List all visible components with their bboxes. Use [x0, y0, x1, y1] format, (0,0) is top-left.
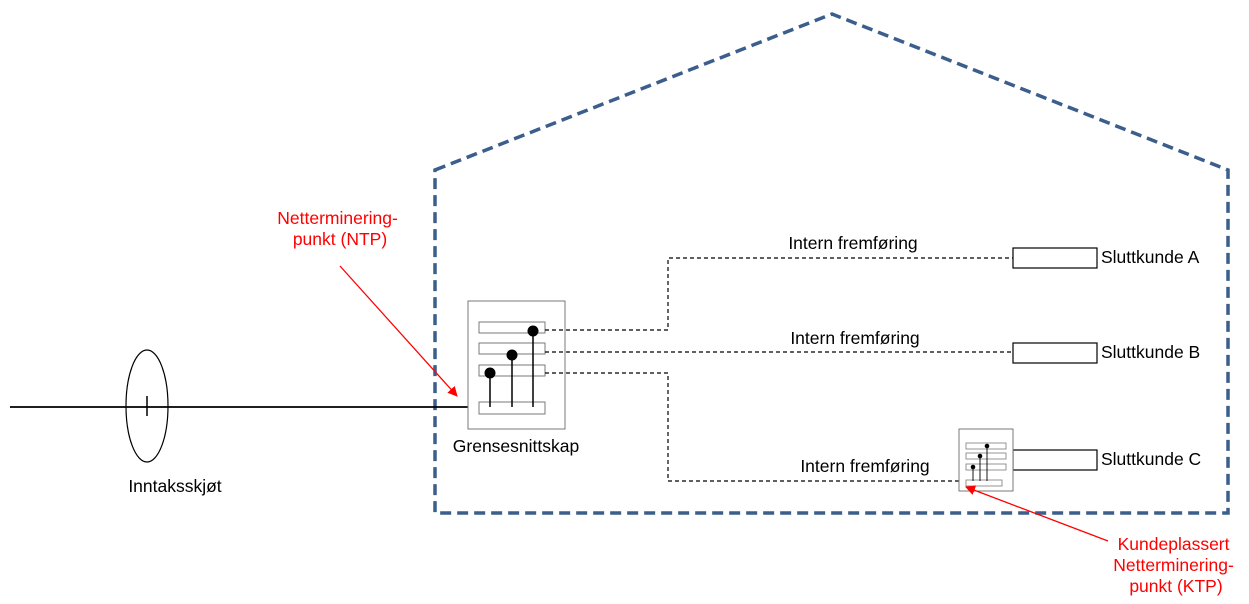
grensesnittskap-label: Grensesnittskap	[453, 436, 579, 456]
sluttkunde-a-box	[1012, 247, 1098, 269]
ktp-label: Kundeplassert Netterminering- punkt (KTP…	[1113, 534, 1238, 596]
sluttkunde-b-label: Sluttkunde B	[1101, 342, 1200, 362]
building-outline	[433, 12, 1230, 515]
intern-fremforing-b-label: Intern fremføring	[790, 328, 919, 348]
intern-fremforing-c-line	[545, 372, 965, 482]
intern-fremforing-a-line	[545, 257, 1013, 331]
inntaksskjot-label: Inntaksskjøt	[128, 476, 221, 496]
ntp-label: Netterminering- punkt (NTP)	[277, 208, 402, 249]
grensesnittskap-cabinet	[467, 300, 566, 430]
sluttkunde-c-box	[1012, 449, 1098, 471]
inntaksskjot-symbol	[125, 349, 169, 463]
sluttkunde-c-label: Sluttkunde C	[1101, 449, 1201, 469]
sluttkunde-a-label: Sluttkunde A	[1101, 247, 1200, 267]
sluttkunde-b-box	[1012, 342, 1098, 364]
intern-fremforing-a-label: Intern fremføring	[788, 233, 917, 253]
ntp-arrow	[339, 265, 458, 397]
ktp-arrow	[965, 485, 1109, 542]
intern-fremforing-c-label: Intern fremføring	[800, 456, 929, 476]
ktp-cabinet	[958, 428, 1014, 492]
